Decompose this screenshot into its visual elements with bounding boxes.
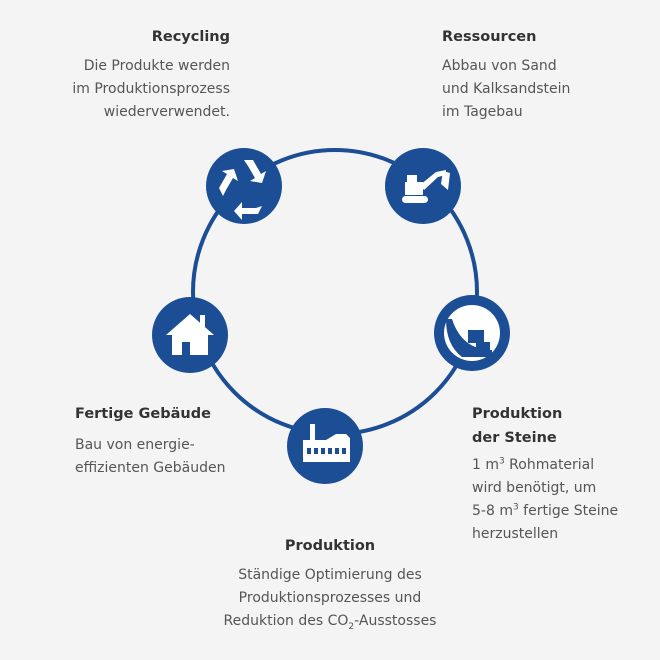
ressourcen-text: Ressourcen Abbau von Sand und Kalksandst… (442, 25, 570, 124)
fertige-gebaeude-text: Fertige Gebäude Bau von energie- effizie… (75, 402, 225, 480)
recycling-desc-1: Die Produkte werden (83, 58, 230, 74)
produktion-der-steine-desc-2: wird benötigt, um (472, 480, 597, 496)
fertige-gebaeude-title: Fertige Gebäude (75, 406, 211, 422)
fertige-gebaeude-desc-2: effizienten Gebäuden (75, 460, 226, 476)
produktion-der-steine-desc-3: 5-8 m3 fertige Steine (472, 502, 619, 519)
node-produktion-der-steine (434, 295, 510, 371)
fertige-gebaeude-desc-1: Bau von energie- (75, 437, 195, 453)
factory-icon (303, 424, 350, 462)
produktion-desc-1: Ständige Optimierung des (238, 567, 422, 583)
produktion-der-steine-title-1: Produktion (472, 406, 563, 422)
node-produktion (287, 408, 363, 484)
produktion-der-steine-text: Produktion der Steine 1 m3 Rohmaterial w… (472, 402, 618, 546)
mold-icon (444, 305, 500, 361)
recycling-text: Recycling Die Produkte werden im Produkt… (72, 25, 230, 124)
recycling-title: Recycling (151, 29, 230, 45)
produktion-text: Produktion Ständige Optimierung des Prod… (200, 534, 460, 633)
node-recycling (206, 148, 282, 224)
produktion-der-steine-desc-1: 1 m3 Rohmaterial (472, 456, 595, 473)
recycling-icon (219, 160, 266, 220)
ressourcen-title: Ressourcen (442, 29, 537, 45)
produktion-desc-2: Produktionsprozesses und (238, 590, 422, 606)
produktion-title: Produktion (284, 538, 376, 554)
ressourcen-desc-1: Abbau von Sand (442, 58, 557, 74)
recycling-desc-2: im Produktionsprozess (72, 81, 230, 97)
ressourcen-desc-3: im Tagebau (442, 104, 523, 120)
excavator-icon (402, 170, 450, 203)
ressourcen-desc-2: und Kalksandstein (442, 81, 571, 97)
produktion-der-steine-desc-4: herzustellen (472, 526, 559, 542)
produktion-der-steine-title-2: der Steine (472, 430, 557, 446)
recycling-desc-3: wiederverwendet. (103, 104, 230, 120)
node-fertige-gebaeude (152, 297, 228, 373)
produktion-desc-3: Reduktion des CO2-Ausstosses (223, 613, 437, 632)
node-ressourcen (385, 148, 461, 224)
